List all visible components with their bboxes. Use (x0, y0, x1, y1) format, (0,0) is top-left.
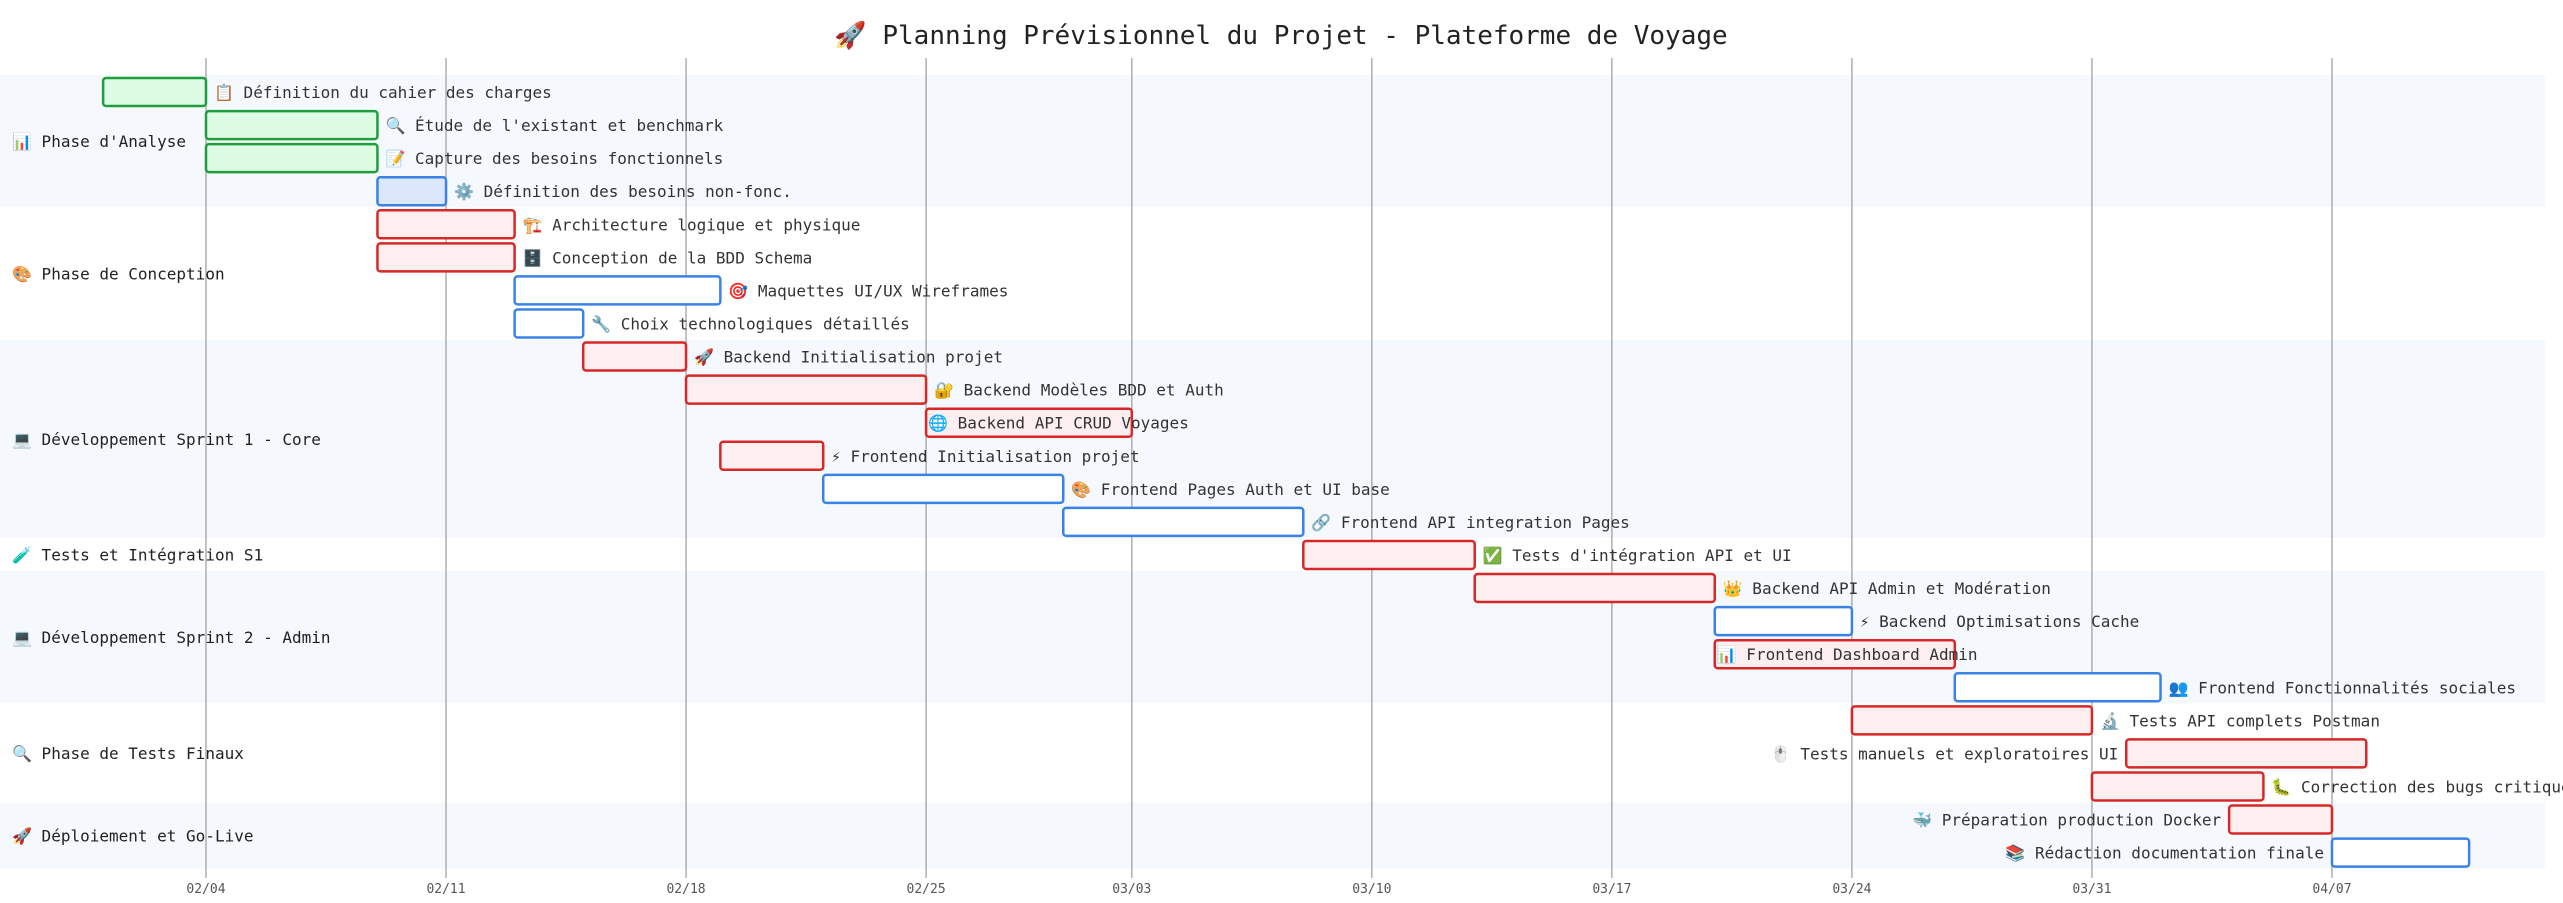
task-bar (513, 308, 585, 339)
task-label: 🌐 Backend API CRUD Voyages (928, 414, 1189, 433)
task-bar (513, 275, 722, 306)
section-labels: 📊 Phase d'Analyse 🎨 Phase de Conception 💻 … (12, 132, 331, 845)
section-band (0, 339, 2545, 538)
x-tick-label: 03/31 (2072, 882, 2111, 897)
section-bands (0, 75, 2545, 869)
task-label: 🚀 Backend Initialisation projet (694, 348, 1003, 367)
x-tick-label: 03/03 (1112, 882, 1151, 897)
task-label: 🔍 Étude de l'existant et benchmark (385, 115, 723, 135)
task-bar (204, 109, 379, 141)
task-labels: 📋 Définition du cahier des charges 🔍 Étud… (214, 83, 2563, 863)
section-label: 🔍 Phase de Tests Finaux (12, 743, 244, 763)
section-band (0, 571, 2545, 704)
task-label: 🔧 Choix technologiques détaillés (591, 314, 910, 333)
x-tick-label: 02/18 (666, 882, 705, 897)
section-label: 🚀 Déploiement et Go-Live (12, 827, 253, 846)
task-bar (1713, 605, 1854, 637)
x-tick-label: 03/17 (1592, 882, 1631, 897)
task-bar (101, 76, 208, 108)
task-label: 📚 Rédaction documentation finale (2005, 844, 2324, 863)
task-bar (1953, 672, 2162, 703)
task-bar (684, 374, 928, 405)
task-label: 🐳 Préparation production Docker (1912, 811, 2221, 830)
section-band (0, 537, 2545, 572)
section-label: 💻 Développement Sprint 1 - Core (12, 430, 321, 449)
task-label: 🏗️ Architecture logique et physique (523, 215, 861, 234)
task-bar (2090, 771, 2265, 802)
task-bar (1302, 539, 1476, 571)
section-label: 📊 Phase d'Analyse (12, 132, 186, 151)
task-bar (581, 341, 688, 372)
task-label: 📋 Définition du cahier des charges (214, 83, 552, 102)
section-label: 🧪 Tests et Intégration S1 (12, 546, 263, 565)
task-bar (376, 209, 516, 240)
x-axis-ticks: 02/04 02/11 02/18 02/25 03/03 03/10 03/17 03/24… (186, 882, 2351, 897)
task-label: 🔗 Frontend API integration Pages (1311, 513, 1630, 532)
x-tick-label: 03/10 (1352, 882, 1391, 897)
task-bar (1850, 705, 2094, 736)
x-tick-label: 02/04 (186, 882, 225, 897)
task-label: 🐛 Correction des bugs critiques (2271, 777, 2563, 796)
task-label: 👥 Frontend Fonctionnalités sociales (2169, 678, 2516, 697)
task-label: 📊 Frontend Dashboard Admin (1717, 645, 1978, 664)
task-label: 🎨 Frontend Pages Auth et UI base (1071, 480, 1390, 499)
task-label: ⚡ Frontend Initialisation projet (831, 447, 1139, 466)
task-bar (1713, 638, 1957, 670)
task-label: 🔬 Tests API complets Postman (2100, 711, 2380, 730)
chart-title: 🚀 Planning Prévisionnel du Projet - Plat… (834, 20, 1727, 51)
task-label: ⚙️ Définition des besoins non-fonc. (454, 182, 792, 201)
x-tick-label: 04/07 (2312, 882, 2351, 897)
section-label: 💻 Développement Sprint 2 - Admin (12, 628, 331, 647)
task-bar (2227, 804, 2334, 835)
task-label: 🗄️ Conception de la BDD Schema (523, 248, 813, 267)
section-band (0, 802, 2545, 869)
task-bars (101, 76, 2471, 868)
x-tick-label: 03/24 (1832, 882, 1871, 897)
task-bar (2124, 738, 2368, 769)
task-label: 🎯 Maquettes UI/UX Wireframes (728, 281, 1008, 300)
task-bar (821, 473, 1065, 505)
task-label: 👑 Backend API Admin et Modération (1723, 579, 2051, 598)
task-label: 🔐 Backend Modèles BDD et Auth (934, 381, 1224, 400)
task-bar (2330, 837, 2471, 868)
task-bar (376, 175, 448, 207)
section-label: 🎨 Phase de Conception (12, 264, 225, 283)
x-tick-label: 02/25 (907, 882, 946, 897)
task-bar (1473, 572, 1717, 604)
task-label: 📝 Capture des besoins fonctionnels (385, 149, 723, 168)
x-tick-label: 02/11 (426, 882, 465, 897)
task-label: ⚡ Backend Optimisations Cache (1860, 612, 2139, 631)
task-bar (924, 407, 1134, 438)
task-label: ✅ Tests d'intégration API et UI (1483, 546, 1792, 565)
task-label: 🖱️ Tests manuels et exploratoires UI (1771, 744, 2118, 763)
task-bar (204, 142, 379, 174)
task-bar (1062, 506, 1305, 538)
grid-lines (205, 58, 2333, 878)
task-bar (376, 242, 516, 273)
task-bar (719, 440, 825, 472)
